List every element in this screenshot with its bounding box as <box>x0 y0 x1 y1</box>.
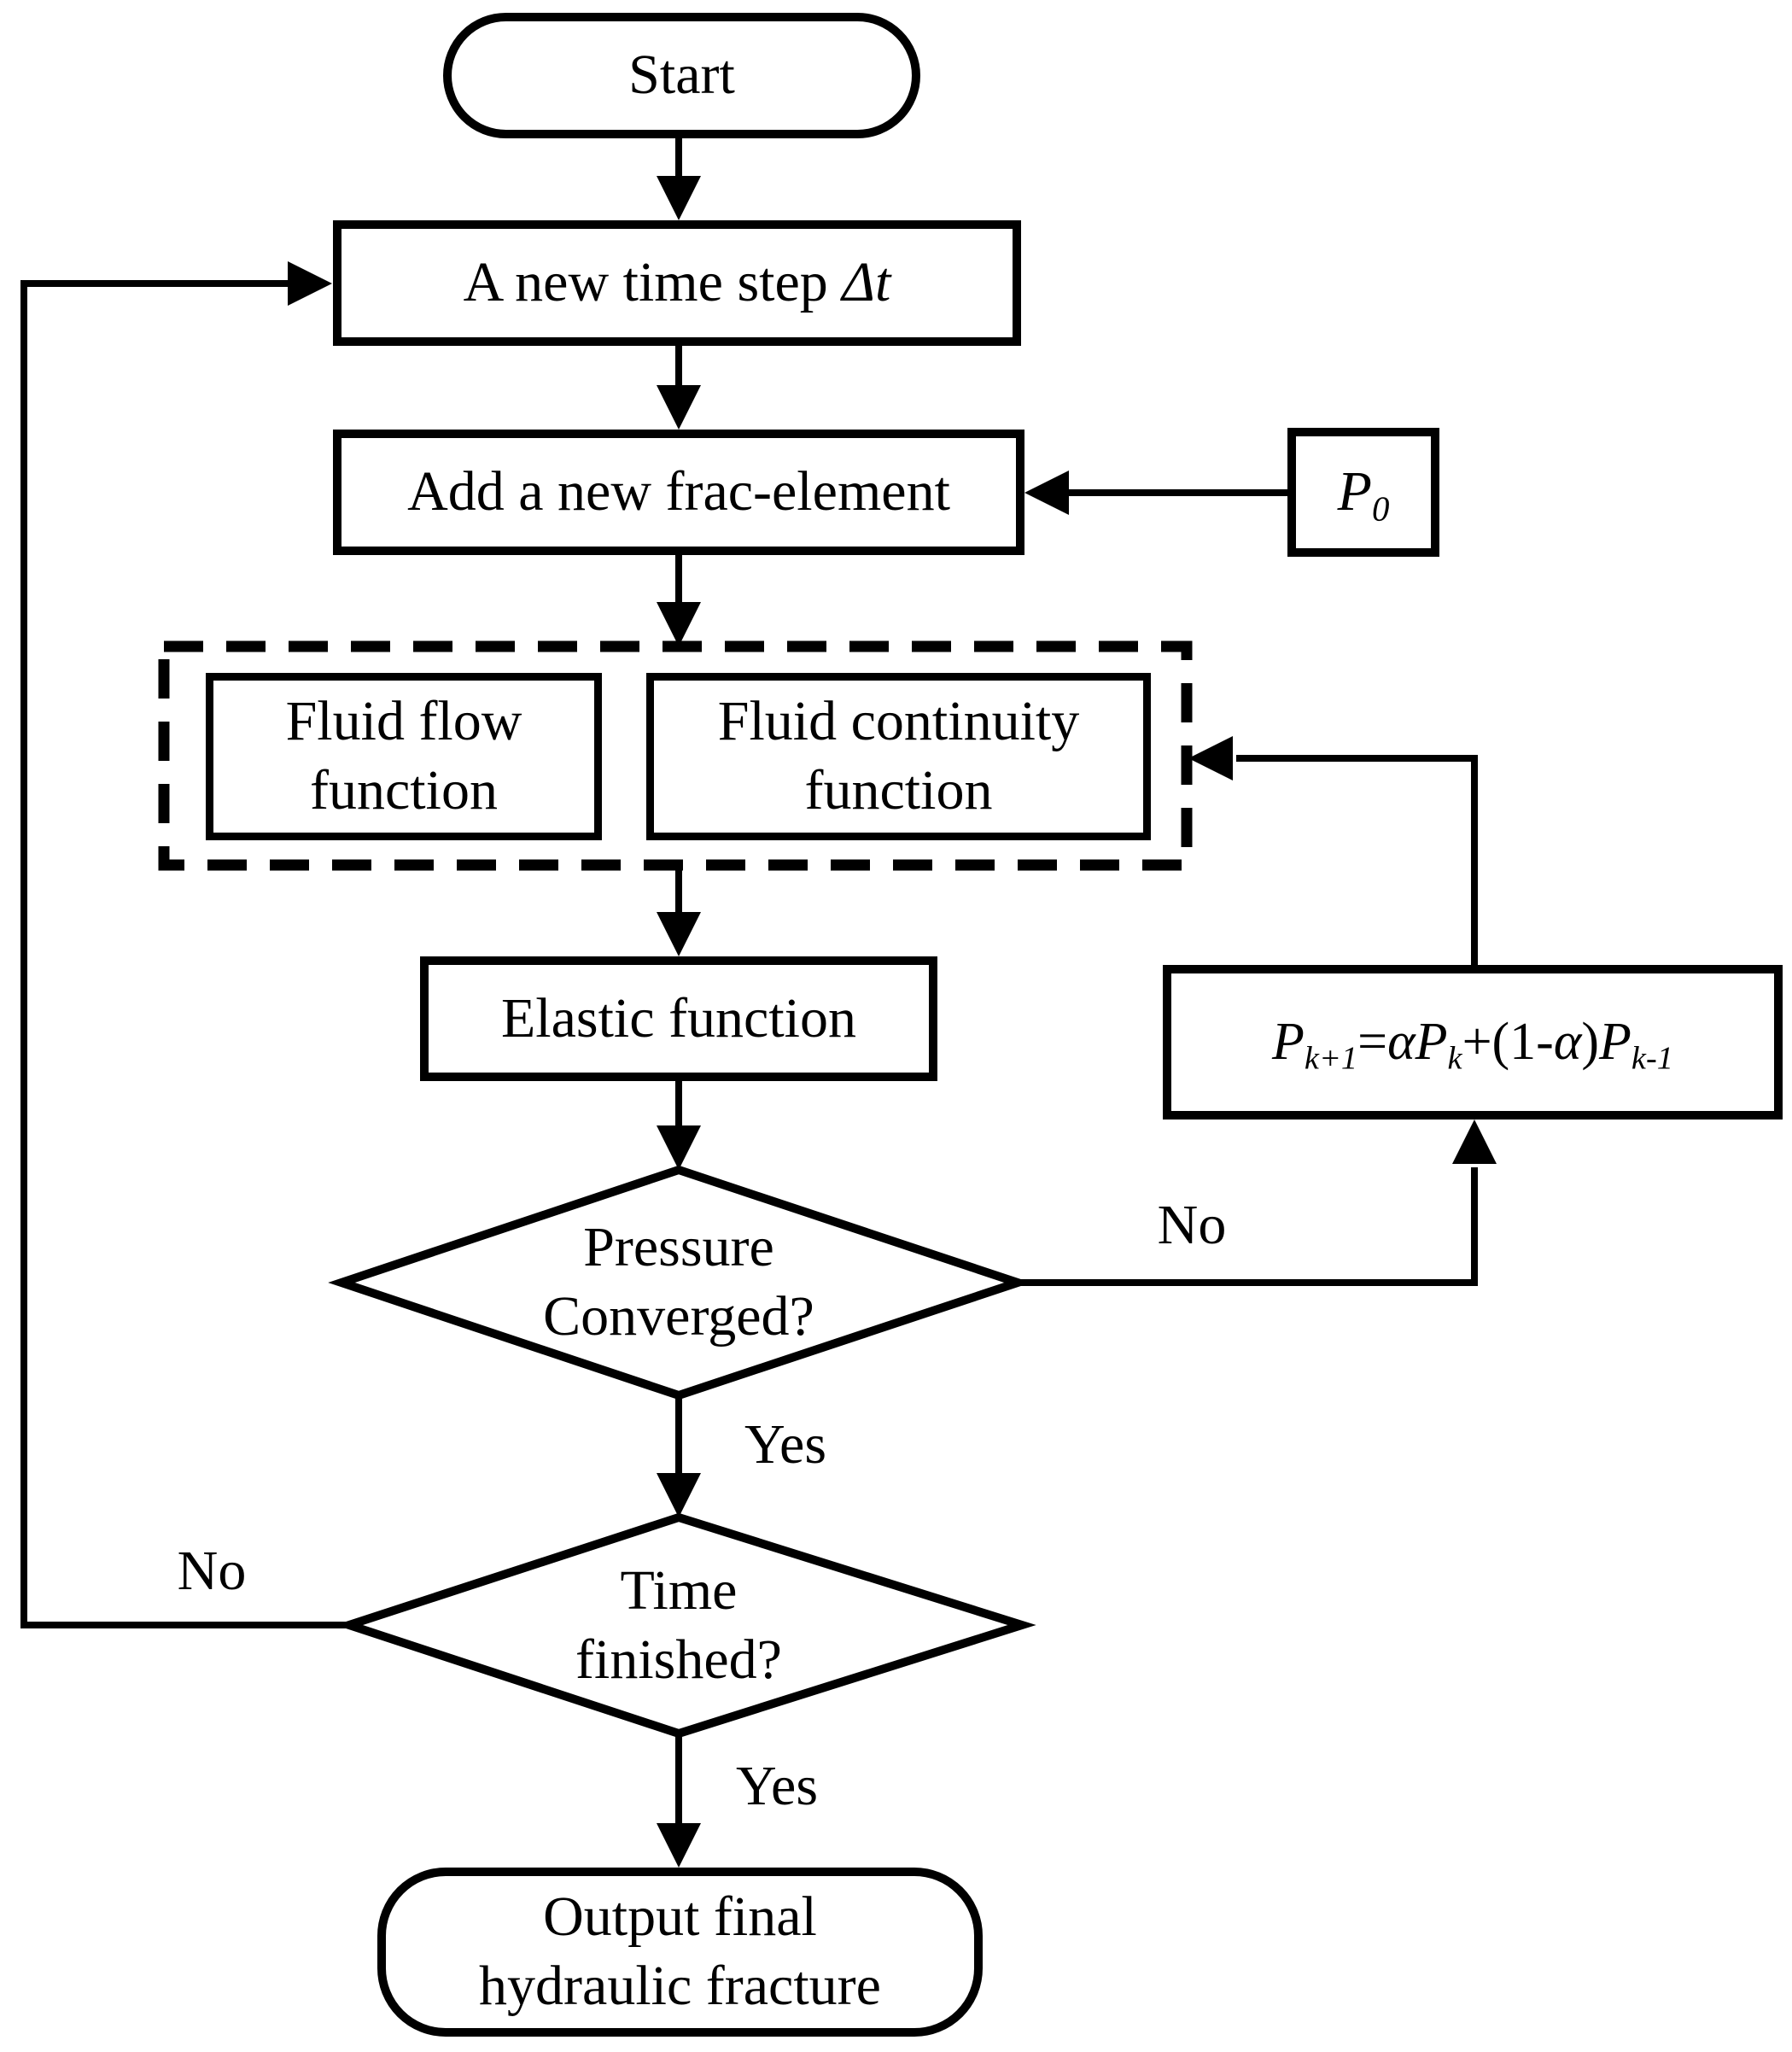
start-node: Start <box>443 13 920 138</box>
fluid-flow-line2: function <box>310 759 498 821</box>
output-line2: hydraulic fracture <box>479 1955 881 2017</box>
add-frac-element-label: Add a new frac-element <box>407 460 950 523</box>
edge-update-to-fluidgroup <box>1236 755 1478 965</box>
time-finished-line2: finished? <box>575 1628 782 1691</box>
p0-node: P0 <box>1287 428 1439 557</box>
arrowhead-into-timestep <box>657 176 701 220</box>
pressure-no-label: No <box>1157 1194 1227 1256</box>
pressure-converged-line1: Pressure <box>583 1216 774 1279</box>
arrowhead-into-fluidgroup-right <box>1188 736 1233 780</box>
arrowhead-into-frac <box>657 385 701 430</box>
time-finished-node: Time finished? <box>423 1541 935 1710</box>
arrowhead-into-output <box>657 1823 701 1868</box>
pressure-update-formula: Pk+1=αPk+(1-α)Pk-1 <box>1272 1012 1673 1077</box>
arrowhead-p0-into-frac <box>1024 471 1069 515</box>
fluid-continuity-line2: function <box>804 759 993 821</box>
output-line1: Output final <box>543 1885 817 1949</box>
fluid-continuity-line1: Fluid continuity <box>717 690 1080 753</box>
edge-pressure-no-to-update <box>1018 1167 1478 1286</box>
output-node: Output final hydraulic fracture <box>377 1868 983 2037</box>
arrowhead-into-fluidgroup-top <box>657 602 701 646</box>
pressure-yes-label: Yes <box>744 1413 827 1476</box>
arrowhead-into-timestep-left <box>288 261 332 306</box>
time-yes-label: Yes <box>735 1755 819 1817</box>
new-time-step-node: A new time step Δt <box>333 220 1021 346</box>
arrowhead-into-elastic <box>657 912 701 956</box>
elastic-function-node: Elastic function <box>420 956 937 1081</box>
pressure-converged-line2: Converged? <box>543 1285 814 1348</box>
edge-time-no-to-timestep <box>20 280 349 1628</box>
fluid-flow-node: Fluid flow function <box>206 673 602 840</box>
add-frac-element-node: Add a new frac-element <box>333 430 1024 555</box>
pressure-update-node: Pk+1=αPk+(1-α)Pk-1 <box>1163 965 1783 1120</box>
pressure-converged-node: Pressure Converged? <box>423 1197 935 1368</box>
elastic-function-label: Elastic function <box>500 986 857 1049</box>
pressure-converged-diamond <box>328 1165 1031 1400</box>
arrowhead-into-update-box <box>1452 1120 1497 1164</box>
time-finished-diamond <box>335 1512 1036 1739</box>
time-finished-line1: Time <box>620 1559 738 1622</box>
p0-label: P0 <box>1337 459 1390 529</box>
new-time-step-label: A new time step Δt <box>463 251 891 314</box>
fluid-functions-group-border <box>158 640 1193 871</box>
fluid-flow-line1: Fluid flow <box>285 690 522 753</box>
arrowhead-into-time <box>657 1473 701 1517</box>
arrowhead-into-pressure <box>657 1125 701 1170</box>
fluid-continuity-node: Fluid continuity function <box>646 673 1151 840</box>
time-no-label: No <box>177 1540 247 1602</box>
start-label: Start <box>628 44 735 107</box>
